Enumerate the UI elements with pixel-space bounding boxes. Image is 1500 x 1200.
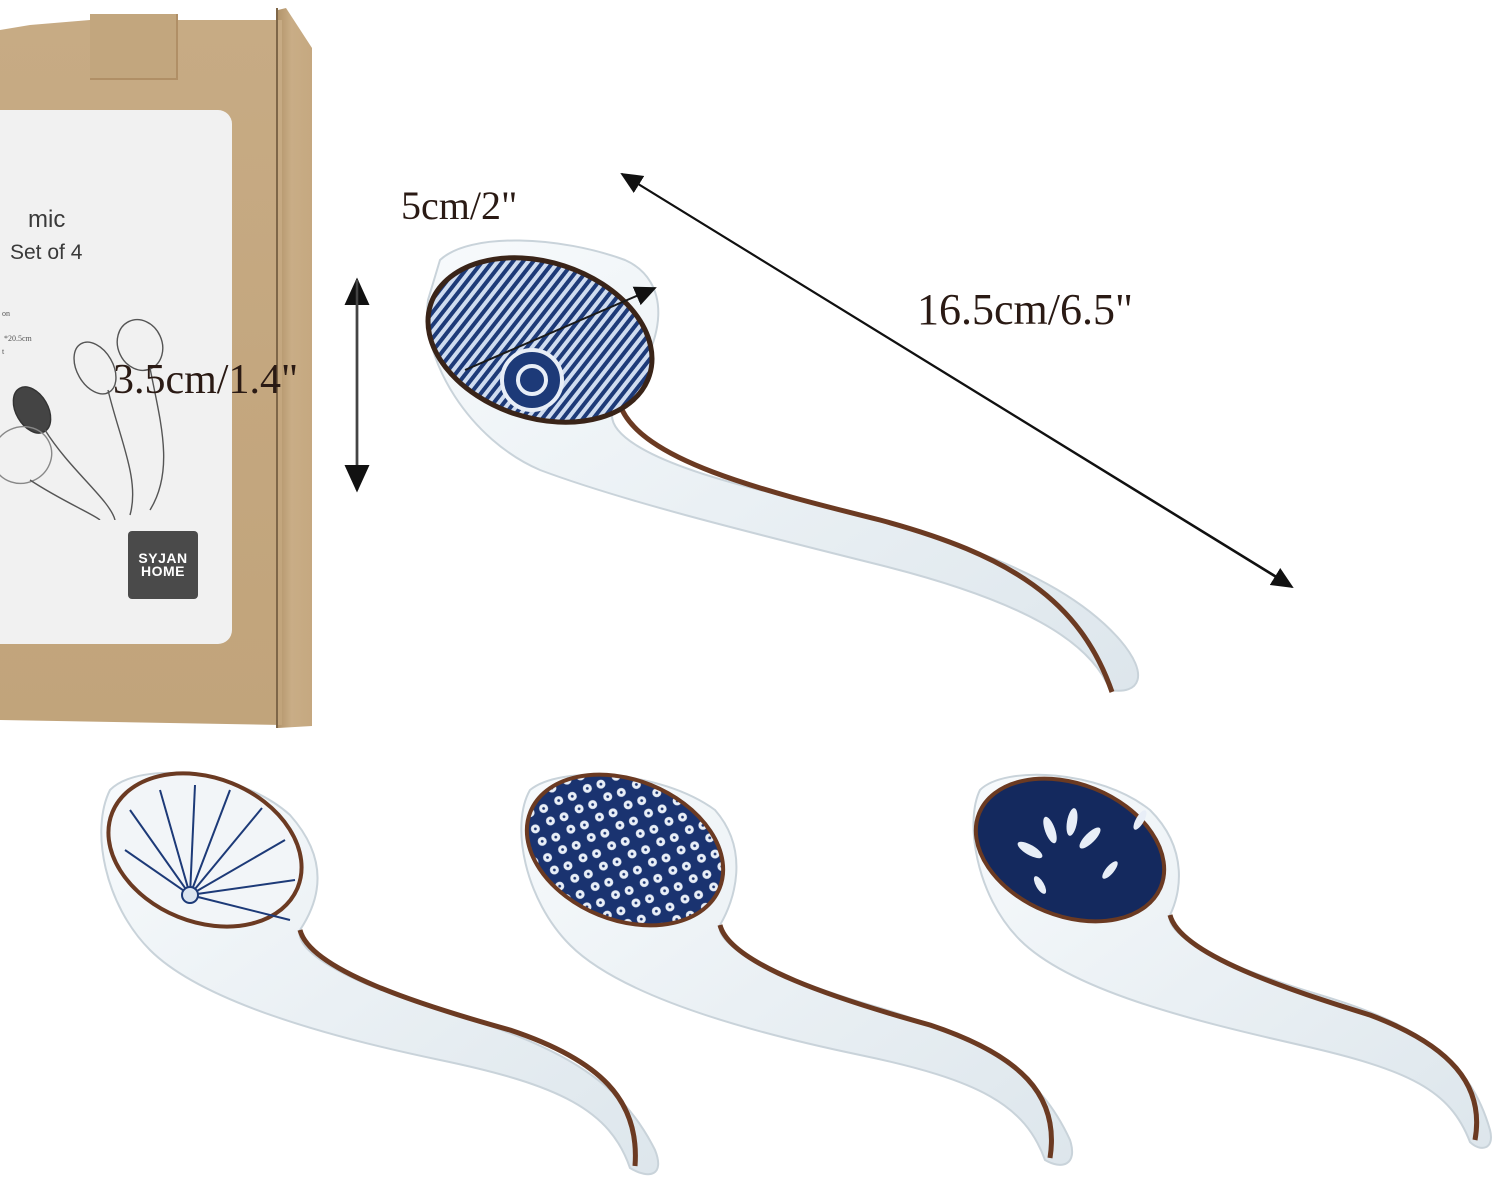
box-label-fine-1: on xyxy=(2,309,10,318)
spoon-chrysanthemum xyxy=(100,771,660,1176)
box-spoon-sketch xyxy=(0,318,165,520)
box-label-fine-3: t xyxy=(2,347,5,356)
box-label-subtitle: Set of 4 xyxy=(10,241,83,264)
box-label-title: mic xyxy=(28,206,66,233)
length-arrow-end xyxy=(621,173,1294,589)
box-edge xyxy=(276,8,278,728)
spoon-navy-floral xyxy=(972,773,1492,1149)
brand-logo-line1: SYJAN xyxy=(138,550,188,566)
spoon-featured xyxy=(425,239,1140,693)
box-label-fine-2: *20.5cm xyxy=(4,334,32,343)
dimension-length-label: 16.5cm/6.5" xyxy=(917,285,1133,334)
box-side-panel xyxy=(278,8,312,728)
brand-logo-line2: HOME xyxy=(141,563,185,579)
dimension-depth-label: 3.5cm/1.4" xyxy=(113,357,299,403)
width-arrow xyxy=(464,286,657,371)
dimension-width-label: 5cm/2" xyxy=(401,183,518,228)
box-flap xyxy=(90,14,178,80)
spoon-cherry-blossom xyxy=(520,772,1073,1166)
brand-logo: SYJAN HOME xyxy=(128,531,198,599)
